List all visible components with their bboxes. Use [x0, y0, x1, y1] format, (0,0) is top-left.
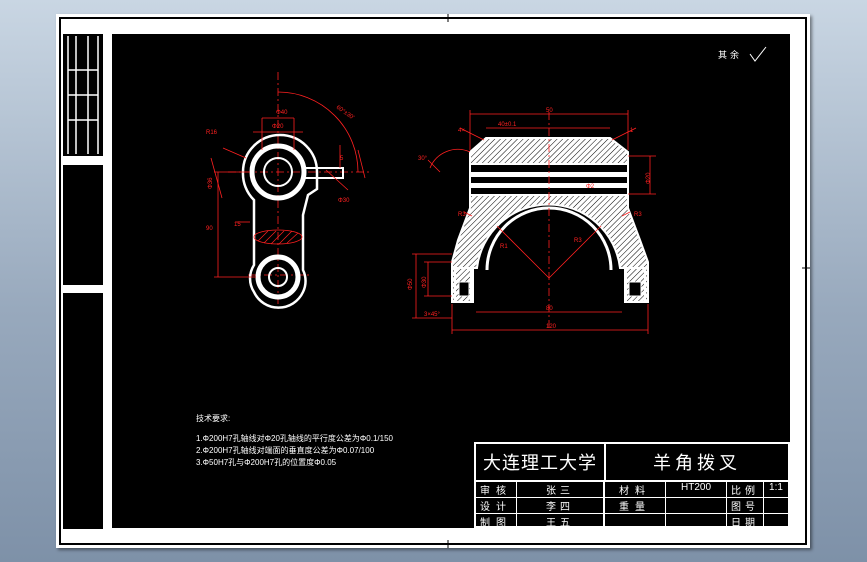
part-name: 羊角拨叉 — [653, 453, 741, 473]
svg-text:30°: 30° — [418, 156, 428, 162]
svg-text:Φ36: Φ36 — [208, 177, 214, 189]
svg-text:3×45°: 3×45° — [424, 312, 441, 318]
note-line: 2.Φ200H7孔轴线对端面的垂直度公差为Φ0.07/100 — [196, 446, 375, 455]
svg-text:40±0.1: 40±0.1 — [498, 122, 517, 128]
svg-text:Φ20: Φ20 — [646, 172, 652, 184]
svg-text:1: 1 — [630, 128, 634, 134]
svg-text:R1: R1 — [500, 244, 508, 250]
roughness-mark — [749, 46, 767, 62]
svg-text:Φ2: Φ2 — [586, 184, 595, 190]
svg-text:R3: R3 — [634, 212, 642, 218]
svg-text:R3: R3 — [574, 238, 582, 244]
svg-text:R3: R3 — [458, 212, 466, 218]
corner-mark-text: 其余 — [718, 50, 743, 60]
svg-text:Φ30: Φ30 — [422, 276, 428, 288]
notes-heading: 技术要求: — [196, 414, 231, 423]
svg-text:Φ20: Φ20 — [272, 124, 284, 130]
technical-notes: 技术要求: 1.Φ200H7孔轴线对Φ20孔轴线的平行度公差为Φ0.1/150 … — [196, 413, 393, 469]
title-block: 大连理工大学 羊角拨叉 审核 张三 材料 HT200 比例 1:1 设计 李四 … — [474, 442, 790, 529]
drawing-frame — [59, 17, 807, 545]
svg-text:Φ30: Φ30 — [338, 198, 350, 204]
svg-text:Φ40: Φ40 — [276, 110, 288, 116]
svg-text:Φ50: Φ50 — [408, 278, 414, 290]
svg-text:50: 50 — [546, 108, 553, 114]
fork-side-view: Φ40 Φ20 R16 Φ36 90 15 60°±30' 5 Φ30 — [206, 72, 372, 312]
fork-front-view: 50 40±0.1 4× 1 30° Φ20 Φ2 R3 R3 R1 R3 Φ5… — [408, 108, 656, 334]
school-name: 大连理工大学 — [476, 444, 606, 480]
svg-text:5: 5 — [340, 156, 344, 162]
title-row: 审核 张三 材料 HT200 比例 1:1 — [476, 482, 788, 498]
svg-text:80: 80 — [546, 306, 553, 312]
svg-text:R16: R16 — [206, 130, 218, 136]
note-line: 1.Φ200H7孔轴线对Φ20孔轴线的平行度公差为Φ0.1/150 — [196, 434, 393, 443]
svg-text:120: 120 — [546, 324, 557, 330]
title-row: 制图 王五 日期 — [476, 514, 788, 529]
note-line: 3.Φ50H7孔与Φ200H7孔的位置度Φ0.05 — [196, 458, 337, 467]
svg-text:15: 15 — [234, 222, 241, 228]
title-row: 设计 李四 重量 图号 — [476, 498, 788, 514]
svg-text:90: 90 — [206, 226, 213, 232]
binding-strip — [63, 34, 103, 529]
svg-text:4×: 4× — [458, 128, 465, 134]
